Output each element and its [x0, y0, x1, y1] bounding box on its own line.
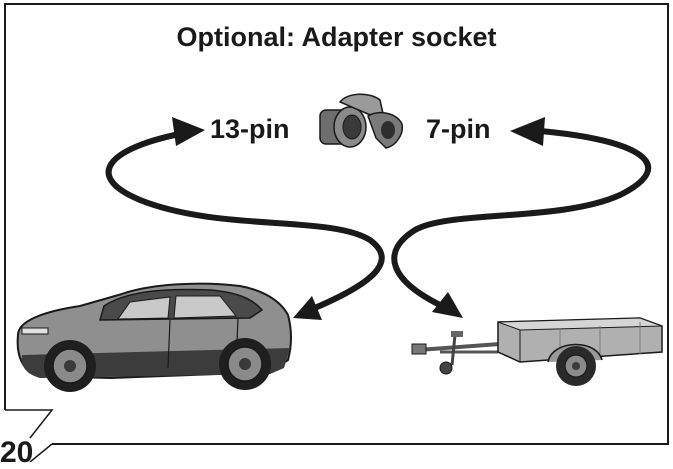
label-7-pin: 7-pin: [426, 114, 491, 144]
arrow-7pin-to-trailer: [391, 117, 652, 318]
arrow-13pin-to-car: [105, 117, 385, 320]
diagram-title: Optional: Adapter socket: [176, 22, 497, 52]
page-number: 20: [0, 436, 34, 469]
car-illustration: [16, 282, 292, 392]
label-13-pin: 13-pin: [210, 114, 290, 144]
frame-border: [4, 3, 669, 462]
trailer-illustration: [411, 317, 663, 386]
adapter-socket-icon: [319, 93, 404, 149]
